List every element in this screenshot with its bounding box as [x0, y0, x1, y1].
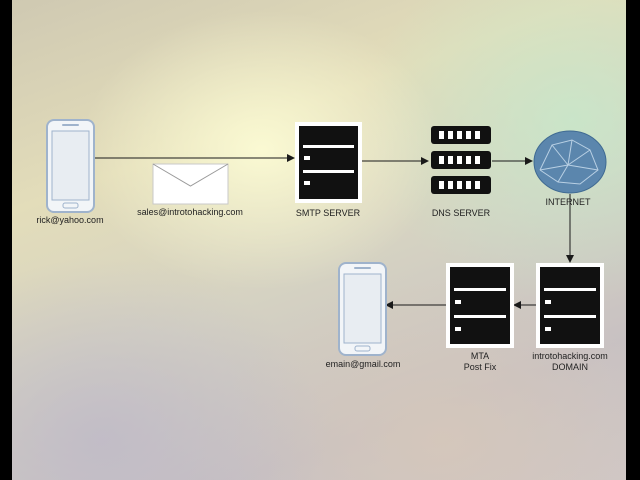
- mta-software-text: Post Fix: [463, 362, 497, 372]
- email-flow-diagram: [46, 119, 607, 356]
- mta-server-icon: [446, 263, 514, 348]
- domain-name-text: introtohacking.com: [532, 351, 608, 361]
- dns-server-stack-icon: [431, 126, 491, 194]
- domain-type-text: DOMAIN: [552, 362, 588, 372]
- envelope-icon: [152, 163, 229, 205]
- recipient-smartphone-icon: [338, 262, 387, 356]
- domain-server-icon: [536, 263, 604, 348]
- envelope-address-label: sales@introtohacking.com: [137, 207, 243, 217]
- smtp-server-icon: [295, 122, 362, 203]
- dns-server-label: DNS SERVER: [431, 208, 491, 218]
- mta-server-label: MTA Post Fix: [440, 351, 520, 373]
- recipient-email-label: emain@gmail.com: [325, 359, 401, 369]
- smtp-server-label: SMTP SERVER: [295, 208, 361, 218]
- internet-label: INTERNET: [545, 197, 591, 207]
- sender-email-label: rick@yahoo.com: [36, 215, 104, 225]
- domain-server-label: introtohacking.com DOMAIN: [520, 351, 620, 373]
- internet-globe-icon: [533, 130, 607, 194]
- diagram-slide: rick@yahoo.com sales@introtohacking.com …: [12, 0, 626, 480]
- mta-name-text: MTA: [470, 351, 490, 361]
- sender-smartphone-icon: [46, 119, 95, 213]
